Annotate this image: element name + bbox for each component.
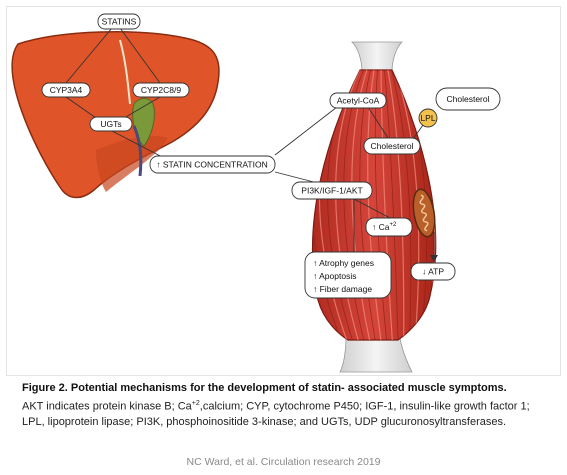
muscle-illustration: [312, 41, 437, 373]
svg-text:LPL: LPL: [420, 113, 435, 123]
liver-illustration: [11, 31, 220, 199]
svg-text:Acetyl-CoA: Acetyl-CoA: [337, 96, 380, 106]
statin-mechanism-diagram: STATINS CYP3A4 CYP2C8/9 UGTs ↑ STATIN CO…: [11, 13, 501, 373]
muscle-fiber-line: [391, 70, 412, 340]
label-cholesterol-muscle: Cholesterol: [363, 137, 421, 155]
arrowhead-atp: [430, 255, 438, 262]
muscle-fiber-line: [387, 70, 405, 340]
label-acetyl-coa: Acetyl-CoA: [329, 92, 387, 109]
svg-text:↑ Ca+2: ↑ Ca+2: [372, 222, 397, 232]
label-atrophy-genes: ↑ Atrophy genes: [313, 258, 374, 268]
bottom-tendon: [339, 337, 413, 373]
svg-text:STATINS: STATINS: [102, 17, 137, 27]
label-ugts: UGTs: [89, 116, 133, 132]
label-outcomes: ↑ Atrophy genes ↑ Apoptosis ↑ Fiber dama…: [304, 251, 392, 299]
label-cholesterol-external: Cholesterol: [435, 87, 501, 111]
mitochondrion-icon: [412, 188, 436, 238]
label-fiber-damage: ↑ Fiber damage: [313, 284, 372, 294]
svg-text:↑ STATIN CONCENTRATION: ↑ STATIN CONCENTRATION: [156, 160, 267, 170]
svg-text:PI3K/IGF-1/AKT: PI3K/IGF-1/AKT: [301, 186, 362, 196]
caption-body: AKT indicates protein kinase B; Ca+2,cal…: [22, 400, 530, 428]
top-tendon: [351, 41, 403, 73]
label-pi3k-igf1-akt: PI3K/IGF-1/AKT: [291, 181, 373, 200]
svg-text:UGTs: UGTs: [100, 119, 121, 129]
svg-text:↓ ATP: ↓ ATP: [422, 267, 444, 277]
source-credit: NC Ward, et al. Circulation research 201…: [186, 456, 381, 468]
svg-text:CYP2C8/9: CYP2C8/9: [141, 85, 181, 95]
svg-text:CYP3A4: CYP3A4: [50, 85, 83, 95]
hepatic-ligament: [119, 39, 131, 105]
figure-caption: Figure 2. Potential mechanisms for the d…: [22, 381, 552, 430]
label-statin-concentration: ↑ STATIN CONCENTRATION: [149, 155, 276, 174]
svg-text:Cholesterol: Cholesterol: [447, 94, 490, 104]
caption-title: Figure 2. Potential mechanisms for the d…: [22, 382, 507, 394]
label-statins: STATINS: [97, 13, 141, 30]
label-calcium: ↑ Ca+2: [365, 217, 413, 237]
label-atp: ↓ ATP: [410, 262, 456, 281]
portal-vessel: [132, 125, 143, 177]
liver-underside: [96, 135, 168, 192]
lpl-badge: LPL: [418, 108, 438, 128]
label-apoptosis: ↑ Apoptosis: [313, 271, 356, 281]
muscle-fiber-line: [384, 70, 399, 340]
label-cyp3a4: CYP3A4: [41, 82, 91, 98]
label-cyp2c8: CYP2C8/9: [132, 82, 190, 98]
svg-text:Cholesterol: Cholesterol: [371, 141, 414, 151]
